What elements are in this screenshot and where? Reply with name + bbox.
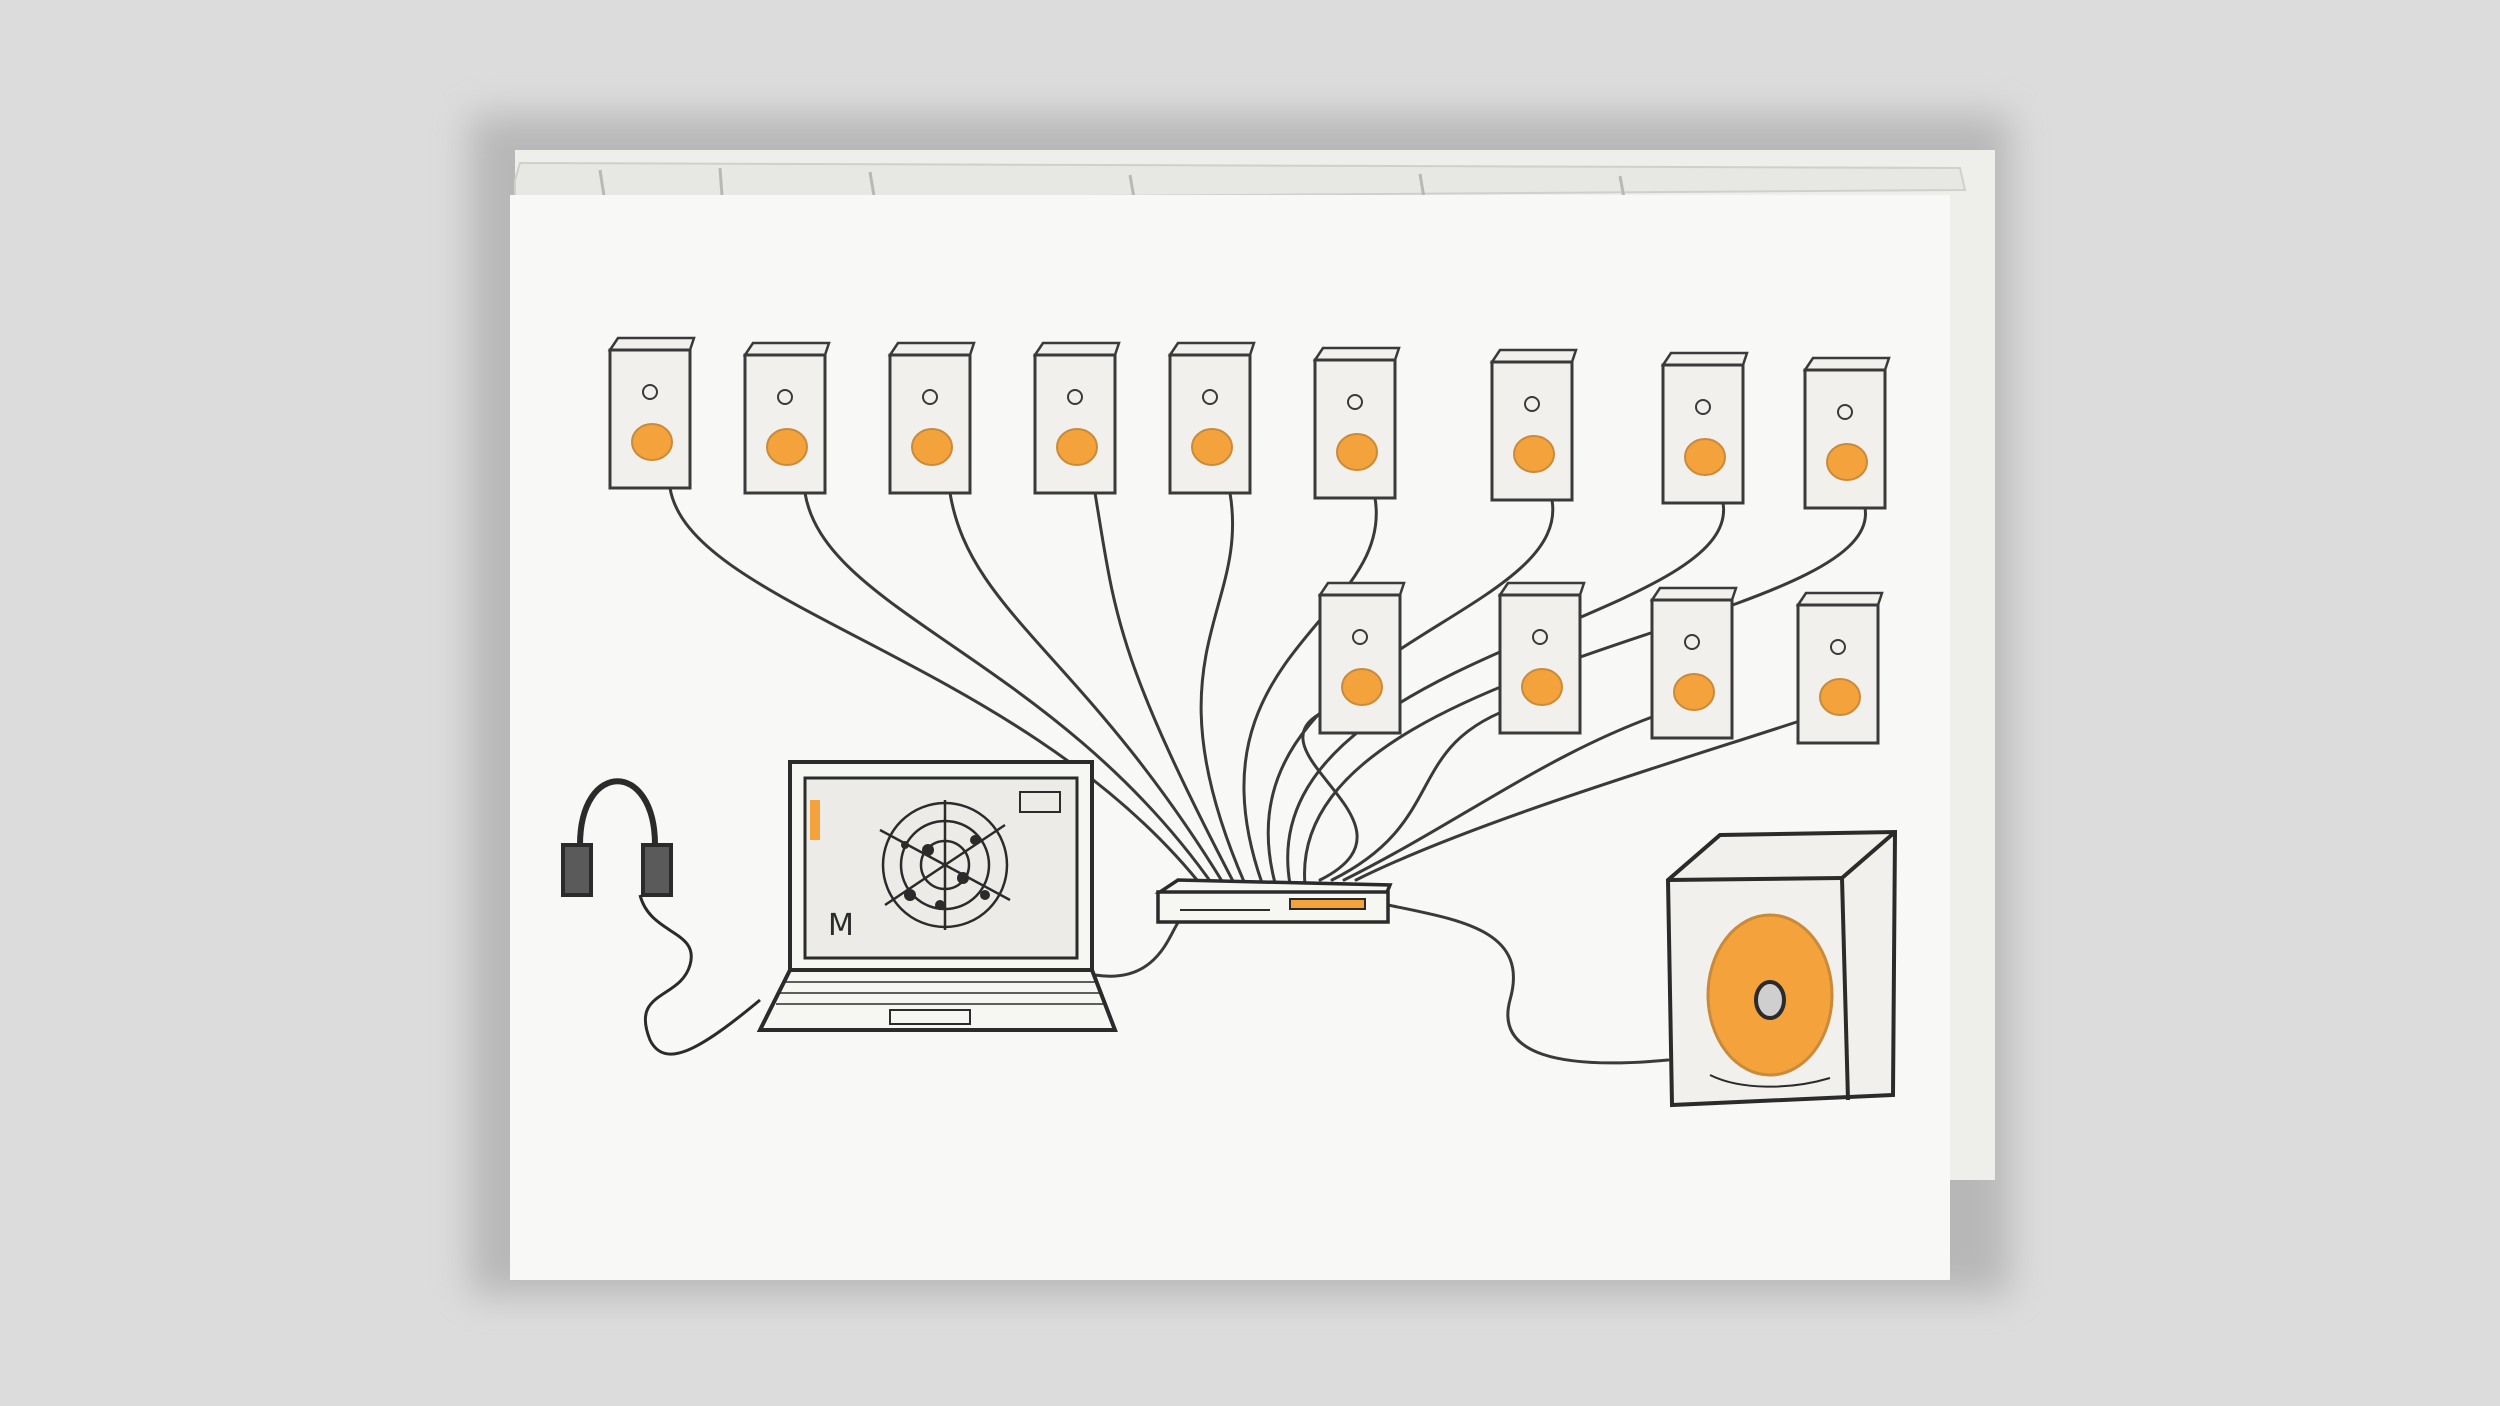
speaker-cable xyxy=(1386,903,1670,1065)
speaker-cable xyxy=(1303,506,1867,887)
speaker-icon xyxy=(607,336,696,490)
laptop-keyboard xyxy=(776,981,1105,1005)
screen-sidebar-bar xyxy=(810,800,820,840)
spatial-panner-icon xyxy=(879,800,1011,930)
speaker-cable xyxy=(1301,703,1359,882)
speaker-cable xyxy=(1093,491,1237,887)
speaker-icon xyxy=(1489,348,1578,502)
audio-interface-icon xyxy=(1154,878,1393,924)
speaker-cable xyxy=(803,491,1217,890)
subwoofer-icon xyxy=(1665,829,1898,1108)
speaker-icon xyxy=(1312,346,1401,500)
speaker-icon xyxy=(1660,351,1749,505)
speaker-cable xyxy=(1330,703,1522,882)
speaker-icon xyxy=(887,341,976,495)
laptop-icon: M xyxy=(756,760,1118,1032)
speaker-icon xyxy=(1317,581,1406,735)
headphones-icon xyxy=(561,778,761,1056)
speaker-icon xyxy=(1497,581,1586,735)
speaker-icon xyxy=(742,341,831,495)
speaker-cable xyxy=(948,491,1227,888)
speaker-cable xyxy=(1342,708,1674,882)
speaker-icon xyxy=(1795,591,1884,745)
speaker-icon xyxy=(1802,356,1891,510)
screen-window-box xyxy=(1019,791,1061,813)
speaker-cable xyxy=(668,486,1207,892)
speaker-cable xyxy=(1354,713,1820,882)
speaker-cable xyxy=(1093,918,1182,978)
laptop-trackpad xyxy=(889,1009,971,1025)
screen-letter: M xyxy=(828,908,854,943)
laptop-base xyxy=(756,968,1118,1032)
speaker-cable xyxy=(1242,496,1378,885)
binding-stitches xyxy=(598,167,1626,199)
speaker-group xyxy=(607,336,1891,745)
speaker-icon xyxy=(1032,341,1121,495)
speaker-cable xyxy=(1199,491,1247,886)
speaker-icon xyxy=(1649,586,1738,740)
speaker-icon xyxy=(1167,341,1256,495)
cable-group xyxy=(668,486,1867,1065)
